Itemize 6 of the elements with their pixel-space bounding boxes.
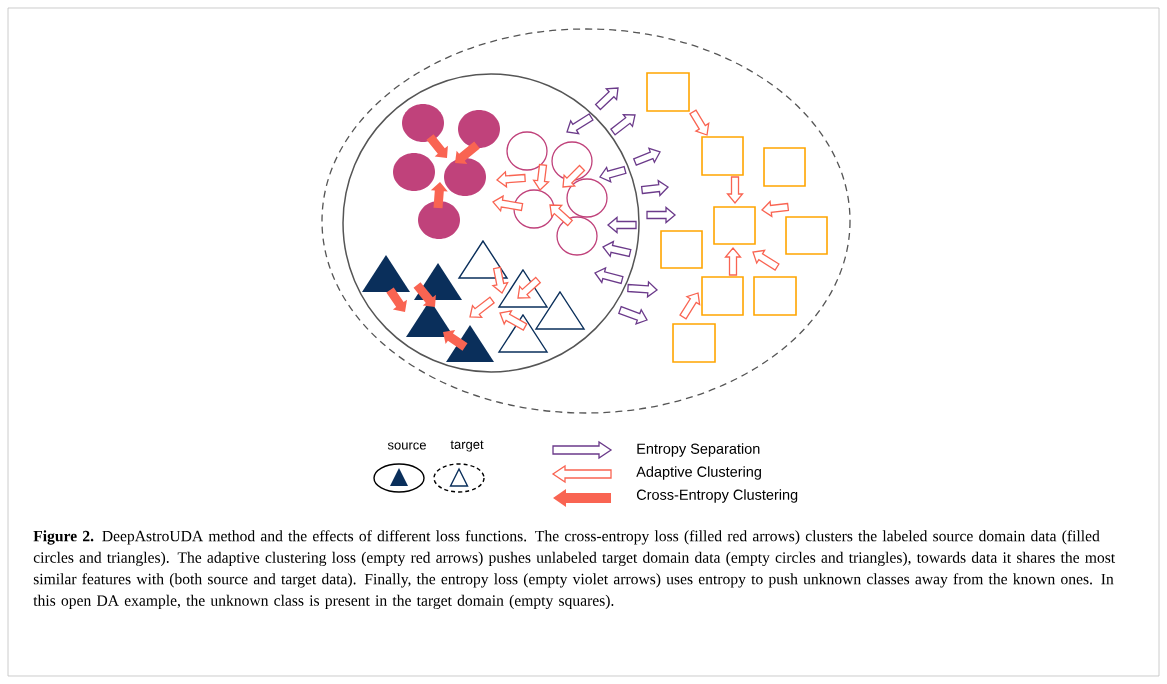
legend-label: Entropy Separation <box>637 443 760 457</box>
legend-label: Cross-Entropy Clustering <box>636 489 798 503</box>
caption: Figure 2. DeepAstroUDA method and the effects of different loss functions. The cross-entropy loss (filled red arrows) clusters the labeled source domain data (filled circles and triangles). The adaptive clustering loss (empty red arrows) pushes unlabeled target domain data (empty circles and triangles), towards data it shares the most similar features with (both source and target data). Finally, the entropy loss (empty violet arrows) uses entropy to push unknown classes away from the known ones. In this open DA example, the unknown class is present in the target domain (empty squares). <box>33 530 1116 610</box>
legend-label: Adaptive Clustering <box>636 466 761 480</box>
legend-label: target <box>450 440 484 452</box>
legend-label: source <box>387 442 426 450</box>
